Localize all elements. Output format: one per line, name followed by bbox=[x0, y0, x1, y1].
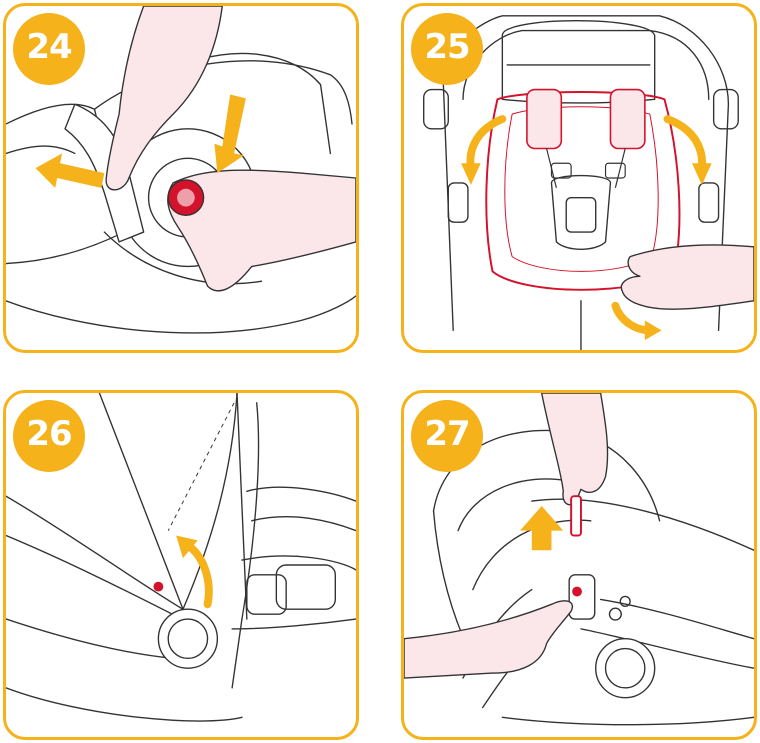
step-panel-25: 25 bbox=[401, 3, 757, 353]
step-panel-27: 27 bbox=[401, 390, 757, 740]
step-badge: 27 bbox=[404, 393, 490, 479]
step-badge: 26 bbox=[6, 393, 92, 479]
step-badge-circle-icon bbox=[411, 13, 483, 85]
step-number: 25 bbox=[424, 27, 470, 67]
carry-handle-release-icon bbox=[404, 393, 754, 726]
canopy-fold-icon bbox=[6, 393, 356, 722]
step-number: 26 bbox=[26, 414, 72, 454]
step-number: 24 bbox=[26, 27, 72, 67]
step-badge-circle-icon bbox=[13, 13, 85, 85]
step-panel-26: 26 bbox=[3, 390, 359, 740]
step-panel-24: 24 bbox=[3, 3, 359, 353]
step-badge: 25 bbox=[404, 6, 490, 92]
step-badge-circle-icon bbox=[13, 400, 85, 472]
step-badge-circle-icon bbox=[411, 400, 483, 472]
step-badge: 24 bbox=[6, 6, 92, 92]
step-number: 27 bbox=[424, 414, 470, 454]
release-button-press-icon bbox=[6, 6, 356, 334]
